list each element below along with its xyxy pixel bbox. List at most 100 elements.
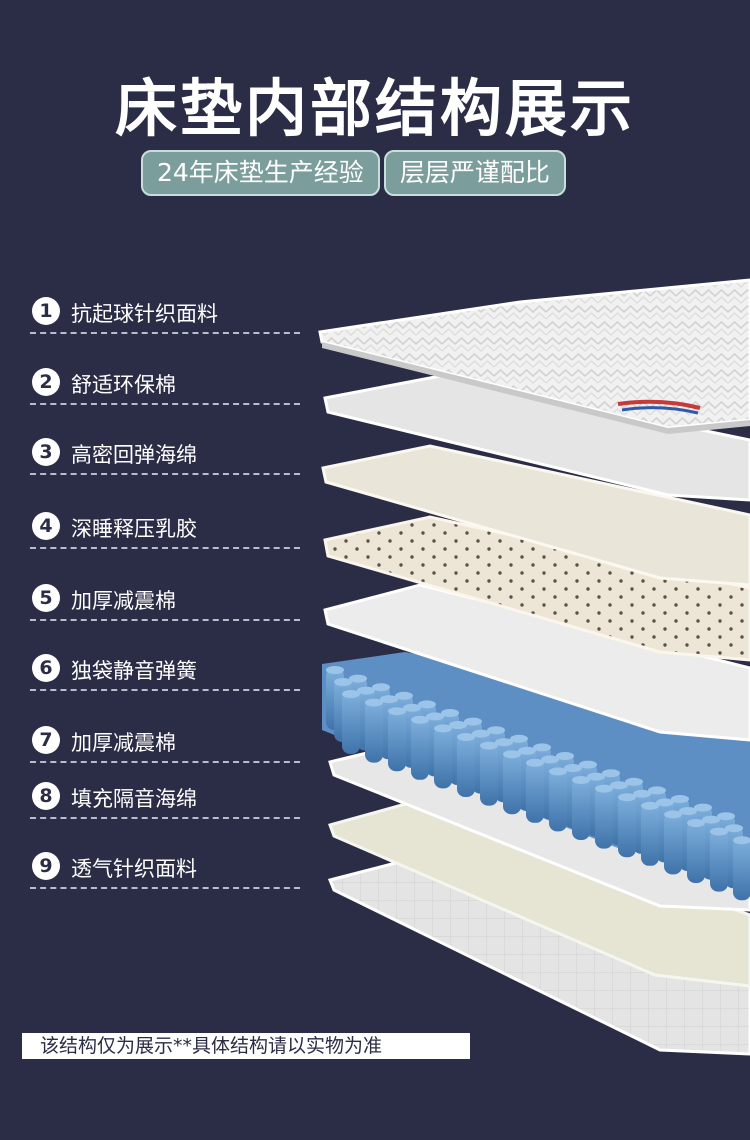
brand-logo-icon (617, 399, 701, 415)
layer-label: 透气针织面料 (71, 857, 197, 881)
spring-coil (503, 752, 521, 815)
layer-number-badge: 9 (32, 852, 60, 880)
spring-coil-top (633, 789, 651, 798)
spring-coil-top (595, 784, 613, 793)
spring-coil-top (510, 734, 528, 743)
spring-coil (733, 838, 750, 901)
list-item: 1 抗起球针织面料 (30, 292, 300, 334)
spring-coil-top (380, 695, 398, 704)
layer-number-badge: 6 (32, 654, 60, 682)
spring-coil-top (495, 738, 513, 747)
spring-coil-top (541, 755, 559, 764)
tag-experience: 24年床垫生产经验 (141, 150, 380, 196)
spring-coil-top (625, 777, 643, 786)
spring-coil-top (556, 752, 574, 760)
spring-coil (480, 743, 498, 806)
layer-number-badge: 3 (32, 438, 60, 466)
spring-coil (641, 803, 659, 866)
spring-coil-top (426, 712, 444, 721)
spring-coil-top (679, 807, 697, 815)
tag-group: 24年床垫生产经验 层层严谨配比 (141, 150, 566, 196)
spring-coil-top (572, 776, 590, 784)
layer-number-badge: 8 (32, 782, 60, 810)
layer-label: 抗起球针织面料 (71, 302, 218, 326)
spring-coil-top (334, 678, 352, 686)
spring-coil (664, 812, 682, 875)
layer-label: 独袋静音弹簧 (71, 659, 197, 683)
spring-coil (388, 709, 406, 772)
spring-coil-top (464, 717, 482, 726)
spring-coil-top (710, 827, 728, 836)
spring-coil-top (702, 815, 720, 824)
spring-coil-top (441, 709, 459, 717)
spring-coil-top (342, 690, 360, 698)
layer-label: 高密回弹海绵 (71, 443, 197, 467)
page-title: 床垫内部结构展示 (114, 72, 635, 145)
list-item: 6 独袋静音弹簧 (30, 649, 300, 691)
spring-coil-top (648, 786, 666, 795)
spring-coil-top (518, 746, 536, 755)
layer-label: 舒适环保棉 (71, 373, 176, 397)
list-item: 9 透气针织面料 (30, 847, 300, 889)
spring-coil-top (480, 741, 498, 750)
spring-coil-top (641, 801, 659, 810)
spring-coil-top (733, 836, 750, 845)
list-item: 2 舒适环保棉 (30, 363, 300, 405)
layer-3-hd-foam (321, 444, 750, 587)
spring-coil-top (549, 767, 567, 776)
spring-coil (457, 735, 475, 797)
layer-number-badge: 1 (32, 297, 60, 325)
spring-coil (687, 821, 705, 883)
spring-coil (595, 786, 613, 849)
spring-coil-top (372, 683, 390, 692)
tag-ratio: 层层严谨配比 (383, 150, 566, 196)
spring-coil-top (449, 721, 467, 729)
list-item: 5 加厚减震棉 (30, 579, 300, 621)
spring-coil-top (434, 724, 452, 733)
spring-coil-top (610, 781, 628, 790)
spring-coil-top (403, 703, 421, 712)
layer-4-latex (323, 515, 750, 662)
spring-coil-top (526, 758, 544, 767)
spring-coil (572, 778, 590, 840)
layer-number-badge: 2 (32, 368, 60, 396)
spring-coil-top (618, 793, 636, 802)
spring-coil-top (365, 698, 383, 707)
spring-coil-top (694, 803, 712, 812)
spring-coil-top (664, 810, 682, 819)
layer-label: 填充隔音海绵 (71, 787, 197, 811)
layer-label: 加厚减震棉 (71, 731, 176, 755)
spring-coil-top (349, 674, 367, 683)
spring-coil-top (326, 666, 344, 674)
list-item: 3 高密回弹海绵 (30, 433, 300, 475)
list-item: 7 加厚减震棉 (30, 721, 300, 763)
spring-coil-top (388, 707, 406, 716)
spring-row (326, 666, 750, 901)
spring-coil (365, 700, 383, 763)
spring-coil-top (418, 700, 436, 709)
spring-coil-top (487, 726, 505, 735)
spring-coil (342, 692, 360, 754)
spring-coil (549, 769, 567, 832)
spring-coil-top (725, 824, 743, 833)
layer-1-top-knit (318, 278, 750, 434)
spring-coil-top (587, 772, 605, 781)
spring-coil (434, 726, 452, 789)
spring-coil-top (395, 691, 413, 700)
spring-coil (411, 717, 429, 780)
layer-label: 深睡释压乳胶 (71, 517, 197, 541)
spring-coil-top (687, 819, 705, 827)
spring-coil-top (472, 729, 490, 738)
spring-coil-top (656, 798, 674, 807)
spring-coil-top (411, 715, 429, 724)
layer-number-badge: 7 (32, 726, 60, 754)
spring-coil-top (533, 743, 551, 752)
spring-coil-top (671, 795, 689, 803)
list-item: 8 填充隔音海绵 (30, 777, 300, 819)
disclaimer-note: 该结构仅为展示**具体结构请以实物为准 (22, 1033, 470, 1059)
spring-coil-top (503, 750, 521, 759)
spring-coil (710, 829, 728, 892)
spring-coil-top (579, 760, 597, 769)
spring-coil (526, 760, 544, 823)
